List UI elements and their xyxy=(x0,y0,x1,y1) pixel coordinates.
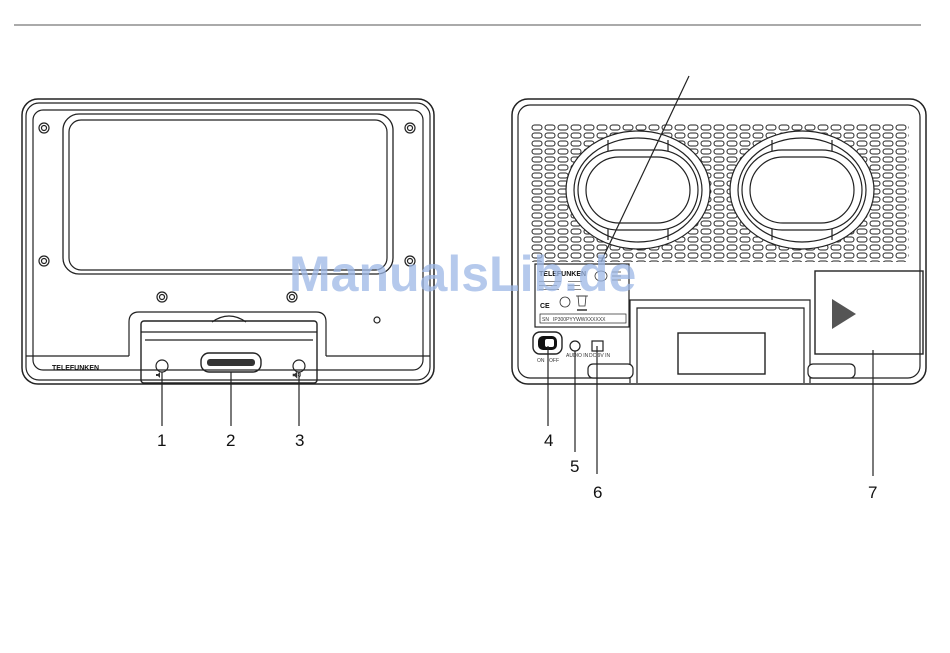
speaker-right xyxy=(730,131,874,249)
switch-on-label: ON xyxy=(537,358,545,364)
audio-in-label: AUDIO IN xyxy=(566,353,589,359)
callout-5: 5 xyxy=(570,457,579,476)
audio-in-jack[interactable] xyxy=(570,341,580,351)
front-brand-label: TELEFUNKEN xyxy=(52,365,99,372)
volume-down-icon xyxy=(156,372,160,378)
switch-off-label: OFF xyxy=(549,358,559,364)
front-outer-shell xyxy=(22,99,434,384)
callout-4: 4 xyxy=(544,431,553,450)
callout-2: 2 xyxy=(226,431,235,450)
callout-6: 6 xyxy=(593,483,602,502)
dock-bay xyxy=(129,312,326,356)
callout-7: 7 xyxy=(868,483,877,502)
rear-view xyxy=(512,99,926,384)
callout-3: 3 xyxy=(295,431,304,450)
callout-1: 1 xyxy=(157,431,166,450)
dock-unit xyxy=(141,321,317,383)
front-view xyxy=(22,99,434,384)
battery-door[interactable] xyxy=(815,271,923,354)
speaker-left xyxy=(566,131,710,249)
serial-prefix: SN xyxy=(542,317,549,323)
ce-mark-icon: CE xyxy=(540,303,550,310)
watermark: ManualsLib.de xyxy=(289,246,636,302)
serial-number: IP300PYYWWXXXXXX xyxy=(553,317,606,323)
dc-in-label: DC 9V IN xyxy=(589,353,611,359)
